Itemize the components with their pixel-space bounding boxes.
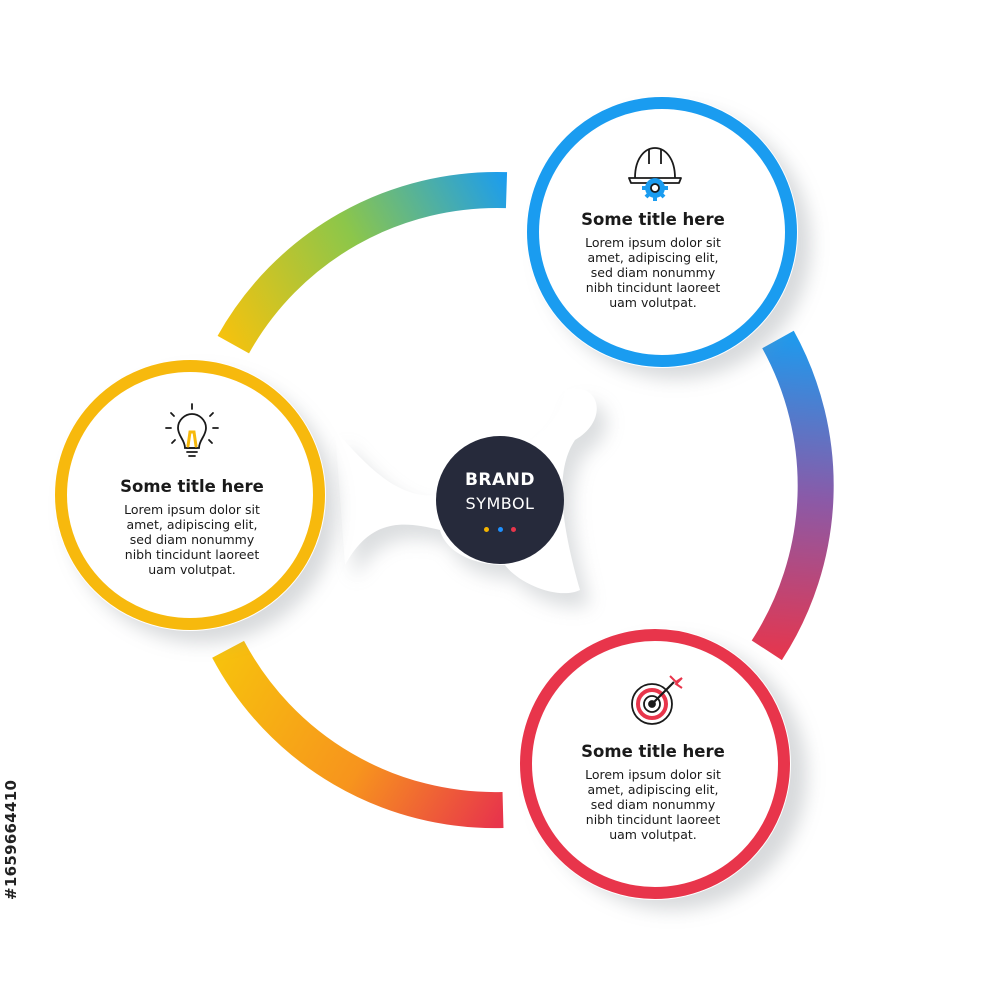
card-3-text: Some title here Lorem ipsum dolor sit am… (553, 742, 753, 842)
stock-id-text: #1659664410 (2, 779, 20, 900)
target-arrow-icon (631, 675, 683, 725)
card-title: Some title here (581, 742, 725, 761)
brand-dot (484, 527, 490, 532)
card-2-text: Some title here Lorem ipsum dolor sit am… (92, 477, 292, 577)
card-line: amet, adipiscing elit, (587, 782, 719, 797)
card-circle-yellow (54, 359, 326, 631)
light-bulb-icon (165, 403, 219, 457)
card-line: uam volutpat. (148, 562, 236, 577)
card-body: Lorem ipsum dolor sit amet, adipiscing e… (553, 767, 753, 842)
ring-segment-top (217, 171, 508, 354)
card-line: uam volutpat. (609, 827, 697, 842)
card-circle-red (519, 628, 791, 900)
card-line: sed diam nonummy (590, 797, 716, 812)
brand-dot (510, 527, 516, 532)
card-line: amet, adipiscing elit, (587, 250, 719, 265)
brand-symbol: BRAND SYMBOL (436, 436, 564, 564)
brand-line-1: BRAND (464, 470, 536, 490)
card-title: Some title here (581, 210, 725, 229)
card-body: Lorem ipsum dolor sit amet, adipiscing e… (553, 235, 753, 310)
construction-helmet-gear-icon (628, 147, 682, 201)
card-1-text: Some title here Lorem ipsum dolor sit am… (553, 210, 753, 310)
card-line: sed diam nonummy (590, 265, 716, 280)
brand-dots (436, 519, 564, 537)
card-line: Lorem ipsum dolor sit (124, 502, 260, 517)
card-line: amet, adipiscing elit, (126, 517, 258, 532)
brand-dot (497, 527, 503, 532)
card-line: Lorem ipsum dolor sit (585, 235, 721, 250)
stock-id-watermark: #1659664410 (2, 750, 32, 900)
ring-segment-right (751, 330, 834, 661)
card-line: nibh tincidunt laoreet (585, 812, 721, 827)
card-line: uam volutpat. (609, 295, 697, 310)
card-body: Lorem ipsum dolor sit amet, adipiscing e… (92, 502, 292, 577)
brand-line-2: SYMBOL (465, 494, 535, 513)
card-circle-blue (526, 96, 798, 368)
card-title: Some title here (120, 477, 264, 496)
card-line: sed diam nonummy (129, 532, 255, 547)
card-line: Lorem ipsum dolor sit (585, 767, 721, 782)
ring-segment-bottom (212, 640, 504, 829)
card-line: nibh tincidunt laoreet (124, 547, 260, 562)
card-line: nibh tincidunt laoreet (585, 280, 721, 295)
